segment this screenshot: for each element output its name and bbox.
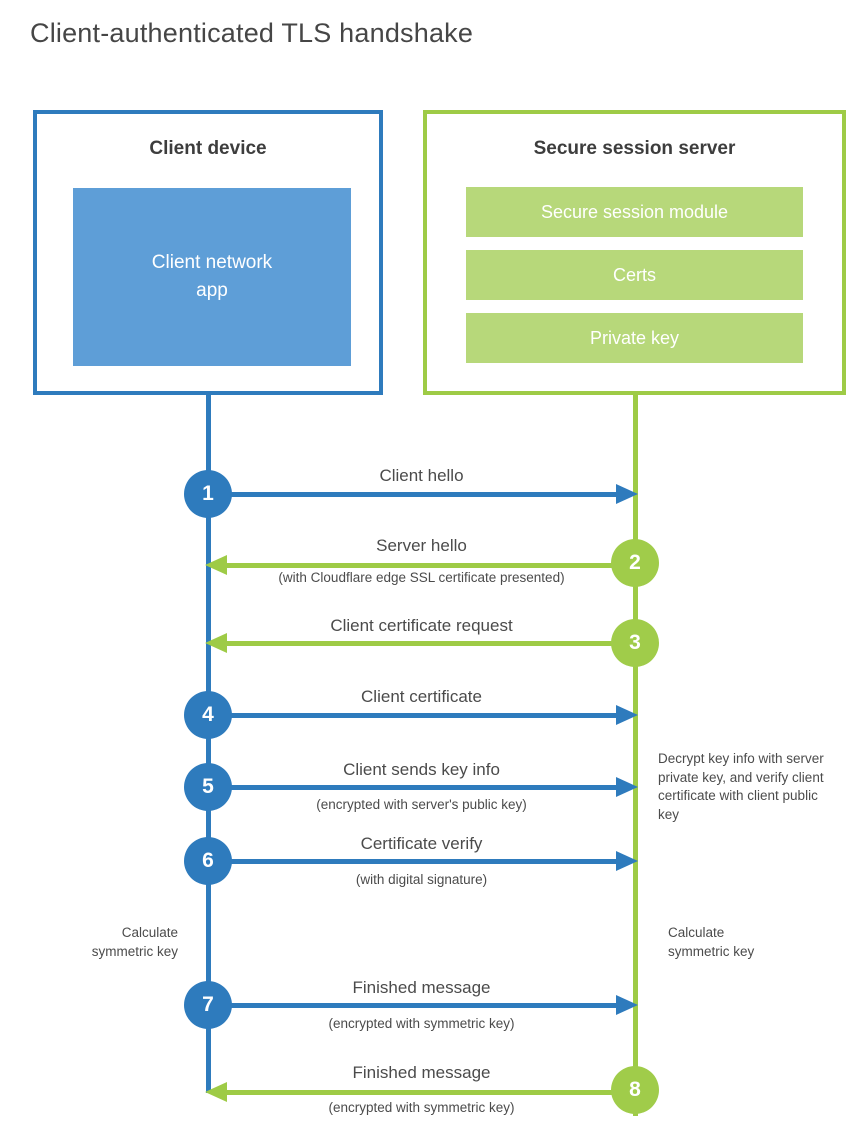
note-calculate-symmetric-key-server: Calculate symmetric key (668, 925, 755, 959)
step-8-sublabel: (encrypted with symmetric key) (328, 1100, 515, 1115)
step-1-circle: 1 (184, 470, 232, 518)
step-7-arrowhead-icon (616, 995, 638, 1015)
step-5-circle: 5 (184, 763, 232, 811)
step-8-arrow (227, 1090, 635, 1095)
step-5-label: Client sends key info (343, 760, 500, 779)
step-6-sublabel: (with digital signature) (355, 872, 488, 887)
step-7-sublabel: (encrypted with symmetric key) (328, 1016, 515, 1031)
step-4-arrow (208, 713, 616, 718)
secure-session-server-box: Secure session server Secure session mod… (423, 110, 846, 395)
step-6-label: Certificate verify (360, 834, 483, 853)
step-6-arrowhead-icon (616, 851, 638, 871)
step-1-arrowhead-icon (616, 484, 638, 504)
step-6-circle: 6 (184, 837, 232, 885)
server-module-private-key: Private key (466, 313, 803, 363)
step-3-label: Client certificate request (330, 616, 513, 635)
note-calculate-symmetric-key-client: Calculate symmetric key (91, 925, 178, 959)
client-network-app-box: Client network app (73, 188, 351, 366)
client-lifeline (206, 394, 211, 1093)
step-2-label: Server hello (376, 536, 467, 555)
step-2-arrow (227, 563, 635, 568)
step-4-circle: 4 (184, 691, 232, 739)
step-7-circle: 7 (184, 981, 232, 1029)
step-2-circle: 2 (611, 539, 659, 587)
step-2-sublabel: (with Cloudflare edge SSL certificate pr… (278, 570, 565, 585)
step-2-arrowhead-icon (205, 555, 227, 575)
step-4-arrowhead-icon (616, 705, 638, 725)
step-7-arrow (208, 1003, 616, 1008)
step-8-label: Finished message (352, 1063, 491, 1082)
step-5-arrowhead-icon (616, 777, 638, 797)
step-3-arrowhead-icon (205, 633, 227, 653)
note-decrypt-key-info: Decrypt key info with server private key… (658, 751, 824, 822)
page-title: Client-authenticated TLS handshake (30, 18, 474, 48)
client-device-title: Client device (149, 138, 267, 159)
step-1-label: Client hello (379, 466, 464, 485)
secure-session-server-title: Secure session server (533, 138, 736, 159)
step-5-arrow (208, 785, 616, 790)
step-4-label: Client certificate (361, 687, 482, 706)
step-3-circle: 3 (611, 619, 659, 667)
step-1-arrow (208, 492, 616, 497)
step-5-sublabel: (encrypted with server's public key) (316, 797, 527, 812)
step-8-arrowhead-icon (205, 1082, 227, 1102)
server-module-secure-session: Secure session module (466, 187, 803, 237)
step-7-label: Finished message (352, 978, 491, 997)
server-lifeline (633, 394, 638, 1116)
step-8-circle: 8 (611, 1066, 659, 1114)
step-6-arrow (208, 859, 616, 864)
step-3-arrow (227, 641, 635, 646)
server-module-certs: Certs (466, 250, 803, 300)
client-device-box: Client device Client network app (33, 110, 383, 395)
